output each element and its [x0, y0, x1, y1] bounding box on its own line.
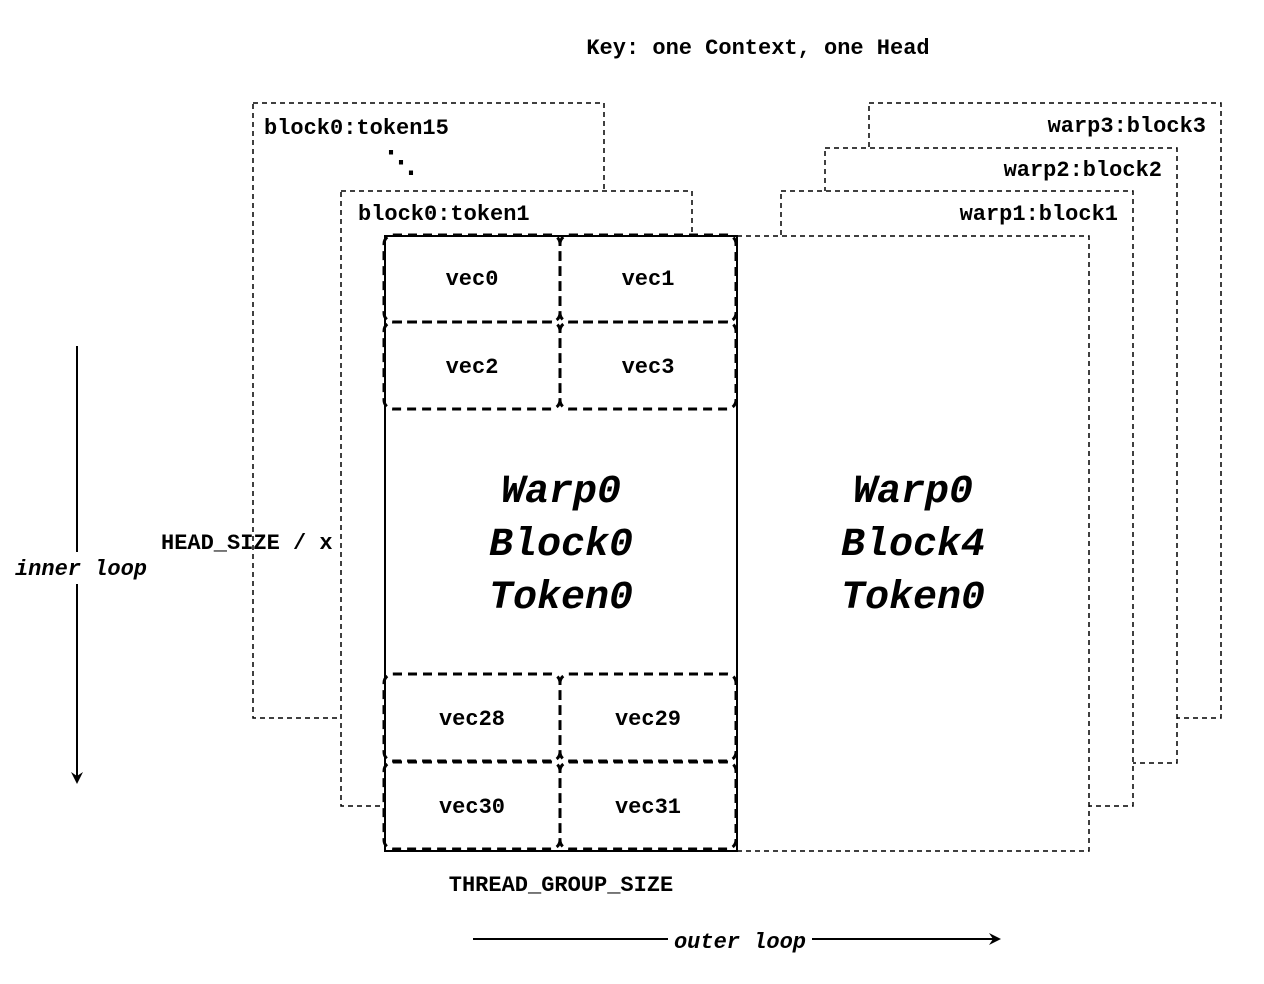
vec-label-3: vec3: [622, 355, 675, 380]
outer-loop-label: outer loop: [674, 930, 806, 955]
vec-label-28: vec28: [439, 707, 505, 732]
stack-label-token1: block0:token1: [358, 202, 530, 227]
vec-label-29: vec29: [615, 707, 681, 732]
thread-group-size-label: THREAD_GROUP_SIZE: [449, 873, 673, 898]
left-block-block: Block0: [489, 523, 633, 568]
vec-label-2: vec2: [446, 355, 499, 380]
right-token-block: [736, 235, 1090, 852]
diagram-title: Key: one Context, one Head: [586, 36, 929, 61]
vec-label-30: vec30: [439, 795, 505, 820]
right-block-token: Token0: [841, 576, 985, 621]
vec-cell-3: [558, 320, 738, 411]
vec-cell-2: [382, 320, 562, 411]
stack-label-token15: block0:token15: [264, 116, 449, 141]
vec-label-31: vec31: [615, 795, 681, 820]
stack-label-warp3: warp3:block3: [1048, 114, 1206, 139]
right-block-warp: Warp0: [853, 470, 973, 515]
vec-label-1: vec1: [622, 267, 675, 292]
right-block-block: Block4: [841, 523, 985, 568]
vec-label-0: vec0: [446, 267, 499, 292]
head-size-label: HEAD_SIZE / x: [161, 531, 333, 556]
stack-label-warp2: warp2:block2: [1004, 158, 1162, 183]
inner-loop-label: inner loop: [15, 557, 147, 582]
vec-cell-30: [382, 760, 562, 851]
stack-label-warp1: warp1:block1: [960, 202, 1118, 227]
left-block-warp: Warp0: [501, 470, 621, 515]
vec-cell-31: [558, 760, 738, 851]
left-block-token: Token0: [489, 576, 633, 621]
ellipsis-glyph: ⋱: [386, 148, 416, 182]
